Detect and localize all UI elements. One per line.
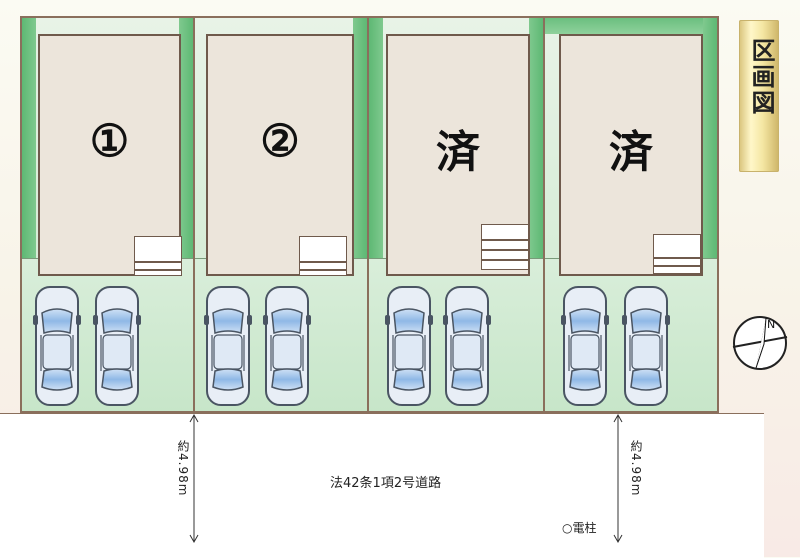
car-icon — [561, 285, 609, 407]
car-icon — [443, 285, 491, 407]
north-label: N — [767, 318, 775, 331]
lot-label: ① — [89, 116, 130, 167]
road-width-right: 約4.98m — [629, 440, 643, 497]
car-icon — [204, 285, 252, 407]
car-icon — [33, 285, 81, 407]
house-footprint: ① — [38, 34, 181, 276]
car-icon — [622, 285, 670, 407]
road-width-arrow-right — [613, 414, 623, 544]
road — [0, 413, 764, 558]
greenery — [545, 18, 717, 34]
car-icon — [263, 285, 311, 407]
lot-label: 済 — [609, 127, 653, 178]
car-icon — [93, 285, 141, 407]
entrance-steps — [653, 234, 701, 274]
entrance-steps — [299, 236, 347, 276]
lot-label: 済 — [436, 127, 480, 178]
lot-label: ② — [260, 116, 300, 167]
entrance-steps — [134, 236, 182, 276]
compass-icon: N — [732, 316, 788, 370]
road-width-left: 約4.98m — [176, 440, 190, 497]
utility-pole-label: ○電柱 — [562, 521, 597, 535]
page-title: 区画図 — [747, 38, 776, 116]
road-width-arrow-left — [189, 414, 199, 544]
entrance-steps — [481, 224, 529, 270]
house-footprint: ② — [206, 34, 354, 276]
title-sign: 区画図 — [739, 20, 779, 172]
lot-1: ① — [20, 16, 195, 413]
car-icon — [385, 285, 433, 407]
road-label: 法42条1項2号道路 — [330, 476, 442, 491]
